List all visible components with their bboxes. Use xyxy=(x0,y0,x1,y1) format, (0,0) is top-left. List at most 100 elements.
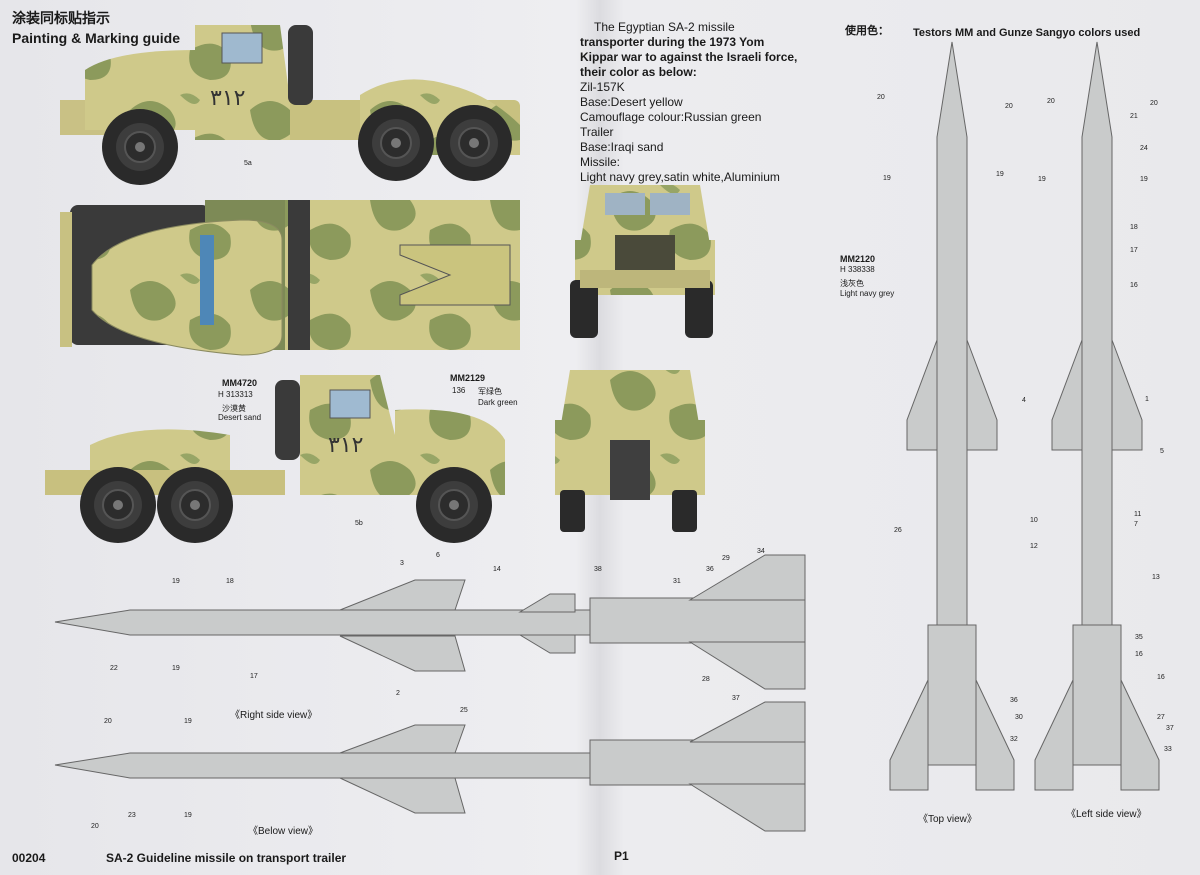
color-code: MM2129 xyxy=(450,373,486,383)
color-name: Dark green xyxy=(478,398,518,407)
truck-side-view-1 xyxy=(60,25,520,186)
footer-code: 00204 xyxy=(12,851,46,865)
color-cn: 浅灰色 xyxy=(840,279,864,288)
callout: 19 xyxy=(1038,176,1046,183)
callout: 5 xyxy=(1160,448,1164,455)
intro-line: their color as below: xyxy=(580,65,697,79)
callout: 38 xyxy=(594,566,602,573)
color-name: Desert sand xyxy=(218,413,262,422)
colors-label-chinese: 使用色： xyxy=(845,25,889,37)
intro-line: Camouflage colour:Russian green xyxy=(580,110,762,124)
truck-marking-1: ٣١٢ xyxy=(210,86,245,111)
callout: 31 xyxy=(673,578,681,585)
callout: 22 xyxy=(110,665,118,672)
callout: 20 xyxy=(1005,103,1013,110)
callout: 33 xyxy=(1164,746,1172,753)
missile-right-side-view xyxy=(54,554,806,690)
title-english: Painting & Marking guide xyxy=(12,30,181,46)
truck-side-view-2 xyxy=(45,375,505,544)
color-gunze: 136 xyxy=(452,386,466,395)
callout: 19 xyxy=(184,718,192,725)
callout: 24 xyxy=(1140,145,1148,152)
intro-line: Base:Desert yellow xyxy=(580,95,683,109)
intro-line: Zil-157K xyxy=(580,80,625,94)
callout: 20 xyxy=(877,94,885,101)
callout: 20 xyxy=(1150,100,1158,107)
truck-rear-view xyxy=(555,370,705,532)
callout: 32 xyxy=(1010,736,1018,743)
callout: 25 xyxy=(460,707,468,714)
callout: 19 xyxy=(1140,176,1148,183)
callout: 21 xyxy=(1130,113,1138,120)
callout: 19 xyxy=(172,578,180,585)
color-code: MM2120 xyxy=(840,254,876,264)
missile-top-view xyxy=(889,41,1015,791)
callout: 17 xyxy=(1130,247,1138,254)
callout: 16 xyxy=(1157,674,1165,681)
intro-text: The Egyptian SA-2 missile transporter du… xyxy=(580,20,805,185)
truck-front-view xyxy=(570,185,715,338)
callout: 13 xyxy=(1152,574,1160,581)
callout: 11 xyxy=(1134,511,1142,518)
callout: 16 xyxy=(1130,282,1138,289)
footer-title: SA-2 Guideline missile on transport trai… xyxy=(106,851,347,865)
callout: 10 xyxy=(1030,517,1038,524)
callout: 27 xyxy=(1157,714,1165,721)
callout: 23 xyxy=(128,812,136,819)
truck-marking-2: ٣١٢ xyxy=(328,433,363,458)
callout: 4 xyxy=(1022,397,1026,404)
color-cn: 沙漠黄 xyxy=(222,404,246,413)
intro-line: Kippar war to against the Israeli force, xyxy=(580,50,798,64)
top-view-label: 《Top view》 xyxy=(918,814,977,825)
callout: 1 xyxy=(1145,396,1149,403)
callout: 36 xyxy=(706,566,714,573)
intro-line: Light navy grey,satin white,Aluminium xyxy=(580,170,780,184)
color-cn: 军绿色 xyxy=(478,387,502,396)
callout: 20 xyxy=(104,718,112,725)
truck-top-view xyxy=(60,200,520,356)
color-code: MM4720 xyxy=(222,378,258,388)
color-name: Light navy grey xyxy=(840,289,895,298)
callout-5b: 5b xyxy=(355,520,363,527)
callout: 35 xyxy=(1135,634,1143,641)
colors-used-label: Testors MM and Gunze Sangyo colors used xyxy=(913,27,1141,39)
callout: 30 xyxy=(1015,714,1023,721)
title-chinese: 涂装同标贴指示 xyxy=(12,10,110,26)
callout: 18 xyxy=(226,578,234,585)
callout: 20 xyxy=(1047,98,1055,105)
callout: 20 xyxy=(91,823,99,830)
callout: 17 xyxy=(250,673,258,680)
callout: 19 xyxy=(184,812,192,819)
callout: 19 xyxy=(883,175,891,182)
callout-5a: 5a xyxy=(244,160,252,167)
callout: 2 xyxy=(396,690,400,697)
below-view-label: 《Below view》 xyxy=(248,826,319,837)
right-side-view-label: 《Right side view》 xyxy=(230,710,318,721)
intro-line: transporter during the 1973 Yom xyxy=(580,35,765,49)
left-side-view-label: 《Left side view》 xyxy=(1066,809,1147,820)
callout: 19 xyxy=(996,171,1004,178)
callout: 7 xyxy=(1134,521,1138,528)
callout: 12 xyxy=(1030,543,1038,550)
color-gunze: H 313313 xyxy=(218,390,253,399)
intro-line: Trailer xyxy=(580,125,614,139)
callout: 6 xyxy=(436,552,440,559)
callout: 3 xyxy=(400,560,404,567)
color-gunze: H 338338 xyxy=(840,265,875,274)
missile-left-side-view xyxy=(1034,41,1160,791)
callout: 37 xyxy=(1166,725,1174,732)
callout: 16 xyxy=(1135,651,1143,658)
callout: 29 xyxy=(722,555,730,562)
intro-line: Missile: xyxy=(580,155,621,169)
callout: 14 xyxy=(493,566,501,573)
callout: 19 xyxy=(172,665,180,672)
intro-line: Base:Iraqi sand xyxy=(580,140,664,154)
callout: 28 xyxy=(702,676,710,683)
intro-line: The Egyptian SA-2 missile xyxy=(594,20,735,34)
footer-page: P1 xyxy=(614,849,629,863)
callout: 36 xyxy=(1010,697,1018,704)
callout: 18 xyxy=(1130,224,1138,231)
missile-below-view xyxy=(54,701,806,832)
